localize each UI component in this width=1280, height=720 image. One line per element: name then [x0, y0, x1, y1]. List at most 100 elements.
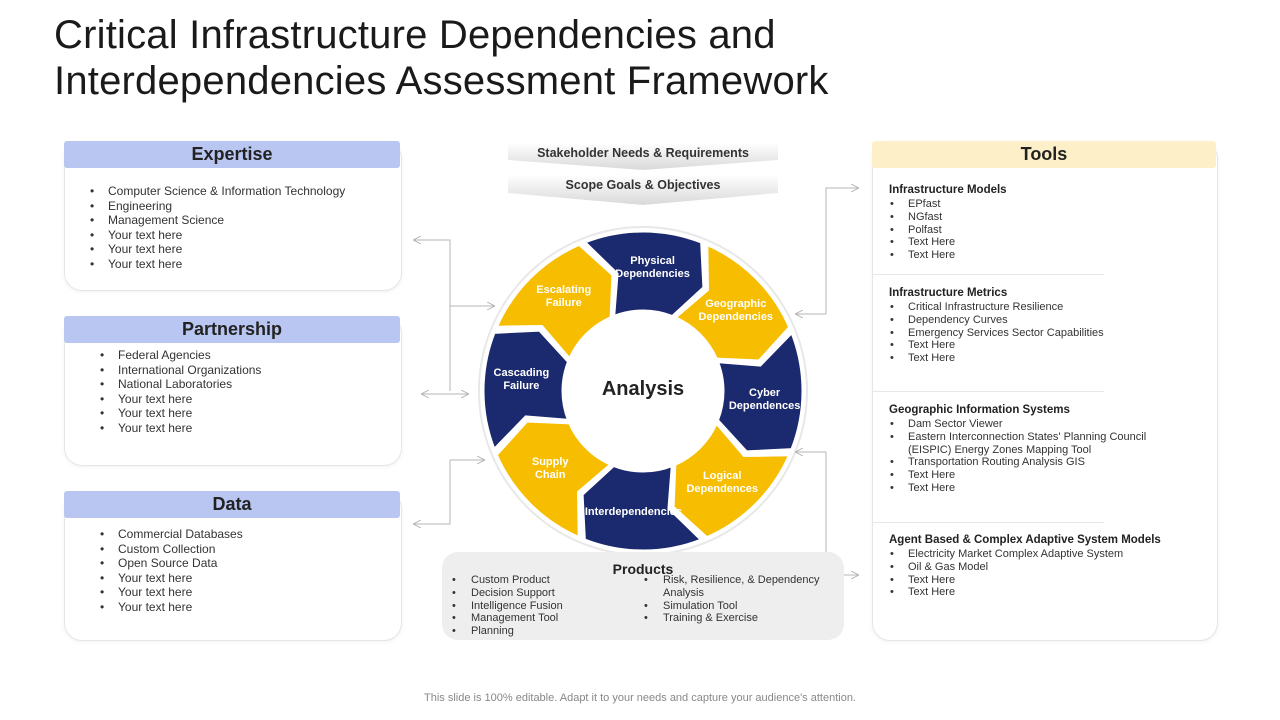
- list-item: Your text here: [88, 257, 345, 272]
- list-item: NGfast: [889, 211, 955, 224]
- segment-label-line2: Dependences: [728, 399, 801, 412]
- segment-label-line1: Cyber: [749, 386, 781, 399]
- list-item: EPfast: [889, 198, 955, 211]
- footer-note: This slide is 100% editable. Adapt it to…: [424, 692, 856, 704]
- tools-section-title: Infrastructure Metrics: [889, 287, 1008, 299]
- title-line-1: Critical Infrastructure Dependencies and: [54, 13, 776, 57]
- list-item: Text Here: [889, 249, 955, 262]
- list-item: (EISPIC) Energy Zones Mapping Tool: [908, 443, 1092, 456]
- tools-section-list: Critical Infrastructure Resilience Depen…: [889, 301, 1104, 365]
- list-item: Polfast: [889, 224, 955, 237]
- segment-label-line2: Failure: [503, 380, 540, 393]
- tools-section-title: Geographic Information Systems: [889, 404, 1070, 416]
- list-item: Your text here: [88, 242, 345, 257]
- segment-label-line1: Physical: [630, 255, 675, 268]
- partnership-list: Federal Agencies International Organizat…: [98, 348, 261, 435]
- data-list: Commercial Databases Custom Collection O…: [98, 527, 243, 614]
- data-heading: Data: [64, 491, 400, 518]
- products-list-left: Custom Product Decision Support Intellig…: [451, 574, 563, 638]
- stakeholder-banner-label: Stakeholder Needs & Requirements: [537, 146, 749, 160]
- list-item: Text Here: [889, 339, 1104, 352]
- analysis-label: Analysis: [601, 378, 685, 400]
- products-list-right: Risk, Resilience, & Dependency Analysis …: [643, 574, 820, 625]
- tools-section-list: Dam Sector Viewer Eastern Interconnectio…: [889, 418, 1146, 495]
- products-heading: Products: [612, 561, 674, 577]
- divider: [872, 522, 1104, 523]
- segment-label-line2: Dependencies: [698, 310, 774, 323]
- list-item: Text Here: [889, 482, 1146, 495]
- products-risk-line2: Analysis: [663, 586, 704, 599]
- connector-data-back: [414, 460, 451, 524]
- list-item: Training & Exercise: [643, 612, 820, 625]
- list-item: Management Science: [88, 213, 345, 228]
- segment-label-line2: Chain: [534, 469, 566, 482]
- list-item: Custom Product: [451, 574, 563, 587]
- expertise-heading: Expertise: [64, 141, 400, 168]
- products-risk-line1: Risk, Resilience, & Dependency: [663, 574, 820, 586]
- segment-label-line1: Supply: [531, 456, 569, 469]
- tools-section-title: Infrastructure Models: [889, 184, 1007, 196]
- tools-heading: Tools: [872, 141, 1216, 168]
- list-item: Your text here: [98, 571, 243, 586]
- list-item: Transportation Routing Analysis GIS: [889, 456, 1146, 469]
- list-item: Emergency Services Sector Capabilities: [889, 327, 1104, 340]
- list-item: Decision Support: [451, 587, 563, 600]
- divider: [872, 391, 1104, 392]
- list-item: Text Here: [889, 469, 1146, 482]
- list-item: Dam Sector Viewer: [889, 418, 1146, 431]
- scope-banner-label: Scope Goals & Objectives: [565, 178, 721, 192]
- segment-label-line1: Geographic: [705, 297, 767, 310]
- connector-tools-top: [825, 188, 858, 314]
- list-item: Your text here: [98, 421, 261, 436]
- list-item: Commercial Databases: [98, 527, 243, 542]
- segment-label-line2: Dependences: [686, 482, 758, 495]
- list-item: Engineering: [88, 199, 345, 214]
- list-item: Planning: [451, 625, 563, 638]
- segment-label-line1: Interdependencies: [584, 505, 683, 518]
- list-item: International Organizations: [98, 363, 261, 378]
- list-item: Open Source Data: [98, 556, 243, 571]
- list-item: Text Here: [889, 352, 1104, 365]
- divider: [872, 274, 1104, 275]
- segment-label-line2: Failure: [545, 297, 582, 310]
- list-item: Dependency Curves: [889, 314, 1104, 327]
- list-item: Computer Science & Information Technolog…: [88, 184, 345, 199]
- list-item: Electricity Market Complex Adaptive Syst…: [889, 548, 1123, 561]
- tools-section-list: EPfast NGfast Polfast Text Here Text Her…: [889, 198, 955, 262]
- list-item: Text Here: [889, 586, 1123, 599]
- segment-label: Interdependencies: [573, 506, 693, 519]
- list-item: Federal Agencies: [98, 348, 261, 363]
- list-item: Risk, Resilience, & Dependency Analysis: [643, 574, 820, 600]
- page-title: Critical Infrastructure Dependencies and…: [54, 12, 1154, 104]
- segment-label-line1: Logical: [702, 469, 742, 482]
- list-item: Text Here: [889, 236, 955, 249]
- list-item: Text Here: [889, 574, 1123, 587]
- list-item: Custom Collection: [98, 542, 243, 557]
- connector-expertise-back: [414, 240, 451, 306]
- list-item: Oil & Gas Model: [889, 561, 1123, 574]
- segment-label-line1: Cascading: [493, 367, 550, 380]
- list-item: Eastern Interconnection States' Planning…: [889, 431, 1146, 444]
- list-item: Your text here: [98, 392, 261, 407]
- expertise-list: Computer Science & Information Technolog…: [88, 184, 345, 271]
- products-panel: Products Custom Product Decision Support…: [442, 552, 844, 640]
- list-item: Your text here: [98, 585, 243, 600]
- list-item: Management Tool: [451, 612, 563, 625]
- list-item: Intelligence Fusion: [451, 600, 563, 613]
- partnership-heading: Partnership: [64, 316, 400, 343]
- tools-section-list: Electricity Market Complex Adaptive Syst…: [889, 548, 1123, 599]
- tools-section-title: Agent Based & Complex Adaptive System Mo…: [889, 534, 1161, 546]
- list-item: Your text here: [88, 228, 345, 243]
- list-item: Your text here: [98, 600, 243, 615]
- title-line-2: Interdependencies Assessment Framework: [54, 59, 829, 103]
- segment-label-line1: Escalating: [536, 284, 592, 297]
- segment-label-line2: Dependencies: [615, 268, 690, 281]
- list-item: Simulation Tool: [643, 600, 820, 613]
- list-item: Critical Infrastructure Resilience: [889, 301, 1104, 314]
